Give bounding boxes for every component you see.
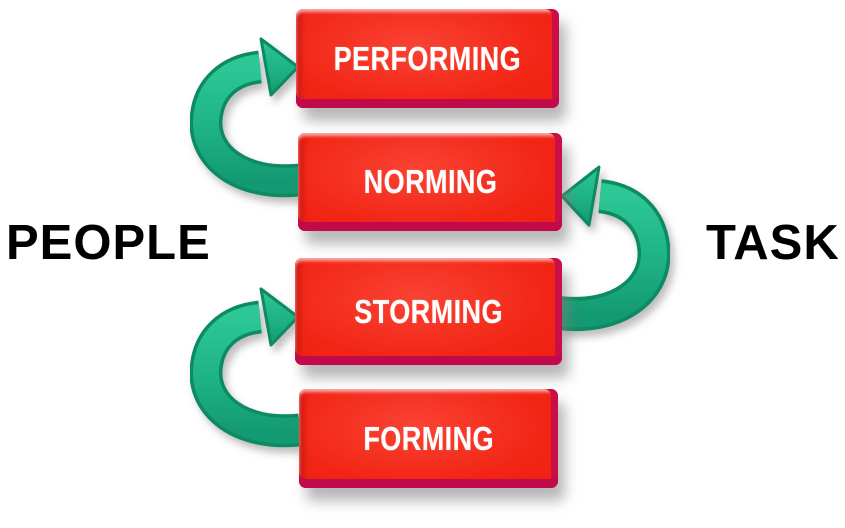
stage-label-norming: NORMING — [363, 163, 497, 200]
stage-label-forming: FORMING — [363, 419, 494, 457]
stage-label-performing: PERFORMING — [333, 39, 522, 77]
stage-box-norming: NORMING — [298, 133, 562, 231]
curved-arrow-forming-to-storming-icon — [190, 287, 302, 448]
stage-box-performing: PERFORMING — [296, 9, 559, 108]
stage-box-storming: STORMING — [295, 258, 562, 365]
people-label: PEOPLE — [6, 216, 211, 270]
stage-label-storming: STORMING — [354, 292, 503, 330]
stage-box-forming: FORMING — [299, 389, 558, 488]
curved-arrow-norming-to-performing-icon — [190, 37, 302, 198]
curved-arrow-storming-to-norming-icon — [558, 165, 670, 332]
task-label: TASK — [706, 216, 840, 270]
